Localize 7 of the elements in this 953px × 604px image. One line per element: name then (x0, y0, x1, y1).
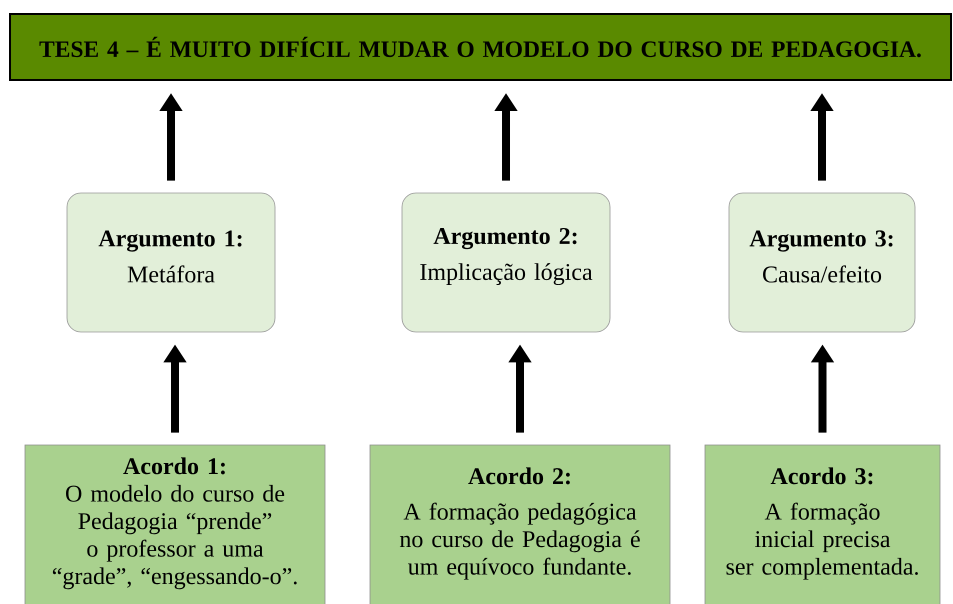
agreement-box: Acordo 1: O modelo do curso de Pedagogia “prende” o professor a uma “grade”, “engessando-o”. (24, 444, 326, 604)
thesis-banner: TESE 4 – É MUITO DIFÍCIL MUDAR O MODELO DO CURSO DE PEDAGOGIA. (9, 13, 952, 81)
argument-box: Argumento 3: Causa/efeito (728, 192, 916, 332)
agreement-box: Acordo 2: A formação pedagógica no curso de Pedagogia é um equívoco fundante. (370, 444, 670, 604)
agreement-box: Acordo 3: A formação inicial precisa ser complementada. (704, 444, 940, 604)
argument-box: Argumento 1: Metáfora (66, 192, 276, 332)
argument-box: Argumento 2: Implicação lógica (402, 192, 610, 332)
